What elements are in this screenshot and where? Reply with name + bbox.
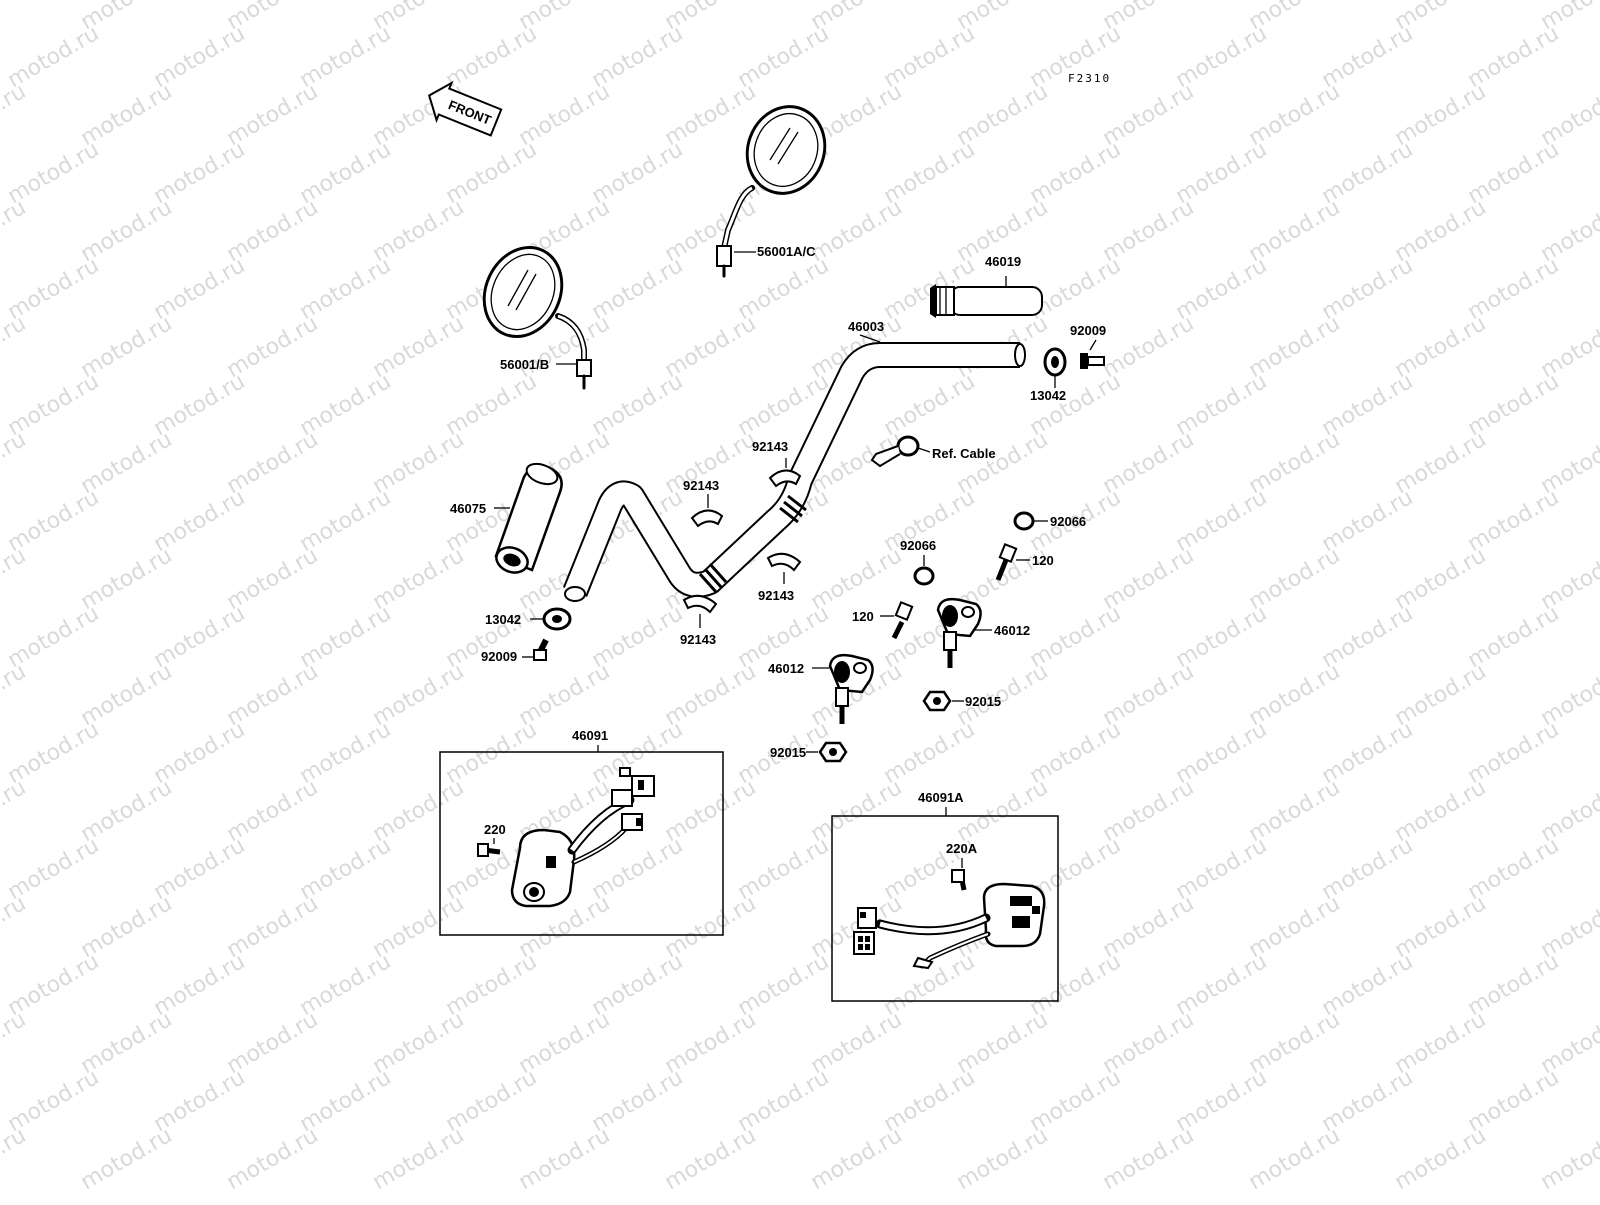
label-clamp-lower-left: 92143 (680, 632, 716, 647)
watermark-text: motod.ru (0, 79, 30, 151)
watermark-text: motod.ru (0, 775, 30, 847)
watermark-text: motod.ru (223, 1123, 323, 1195)
watermark-text: motod.ru (1099, 1123, 1199, 1195)
label-grip-left: 46075 (450, 501, 486, 516)
label-switch-right: 46091A (918, 790, 964, 805)
watermark-text: motod.ru (1391, 1123, 1491, 1195)
watermark-text: motod.ru (515, 1123, 615, 1195)
cap-center: 92066 (900, 538, 936, 584)
watermark-text: motod.ru (1537, 1123, 1600, 1195)
watermark-text: motod.ru (661, 1123, 761, 1195)
mirror-left: 56001/B (470, 235, 591, 388)
label-mirror-left: 56001/B (500, 357, 549, 372)
label-clamp-lower-right: 92143 (758, 588, 794, 603)
cap-right: 92066 (1015, 513, 1086, 529)
label-cap-center: 92066 (900, 538, 936, 553)
label-bolt-right-end: 92009 (1070, 323, 1106, 338)
clamp-lower-right: 92143 (758, 554, 800, 603)
label-holder-bolt-right: 120 (1032, 553, 1054, 568)
watermark-text: motod.ru (0, 659, 30, 731)
watermark-text: motod.ru (0, 891, 30, 963)
label-screw-right-switch: 220A (946, 841, 978, 856)
watermark-text: motod.ru (0, 1123, 30, 1195)
label-mirror-right: 56001A/C (757, 244, 816, 259)
label-switch-left: 46091 (572, 728, 608, 743)
label-weight-left: 13042 (485, 612, 521, 627)
holder-bolt-left: 120 (852, 602, 912, 638)
label-throttle-grip: 46019 (985, 254, 1021, 269)
label-screw-left-switch: 220 (484, 822, 506, 837)
label-clamp-upper-left: 92143 (683, 478, 719, 493)
label-holder-right: 46012 (994, 623, 1030, 638)
watermark-text: motod.ru (1245, 1123, 1345, 1195)
holder-right: 46012 (938, 599, 1030, 668)
label-holder-left: 46012 (768, 661, 804, 676)
watermark-text: motod.ru (0, 0, 30, 35)
watermark-text: motod.ru (0, 427, 30, 499)
watermark-text: motod.ru (0, 195, 30, 267)
watermark-text: motod.ru (807, 1123, 907, 1195)
label-bolt-left-end: 92009 (481, 649, 517, 664)
clamp-upper-left: 92143 (683, 478, 722, 526)
watermark-text: motod.ru (369, 1123, 469, 1195)
watermark-text: motod.ru (0, 311, 30, 383)
label-clamp-upper-right: 92143 (752, 439, 788, 454)
label-cap-right: 92066 (1050, 514, 1086, 529)
label-holder-bolt-left: 120 (852, 609, 874, 624)
label-handlebar: 46003 (848, 319, 884, 334)
watermark-text: motod.ru (77, 1123, 177, 1195)
label-nut-left: 92015 (770, 745, 806, 760)
watermark-text: motod.ru (0, 1007, 30, 1079)
label-cable-ref: Ref. Cable (932, 446, 996, 461)
clamp-upper-right: 92143 (752, 439, 800, 486)
label-nut-right: 92015 (965, 694, 1001, 709)
label-weight-right: 13042 (1030, 388, 1066, 403)
watermark-text: motod.ru (0, 543, 30, 615)
figure-code: F2310 (1068, 72, 1111, 85)
watermark-text: motod.ru (953, 1123, 1053, 1195)
